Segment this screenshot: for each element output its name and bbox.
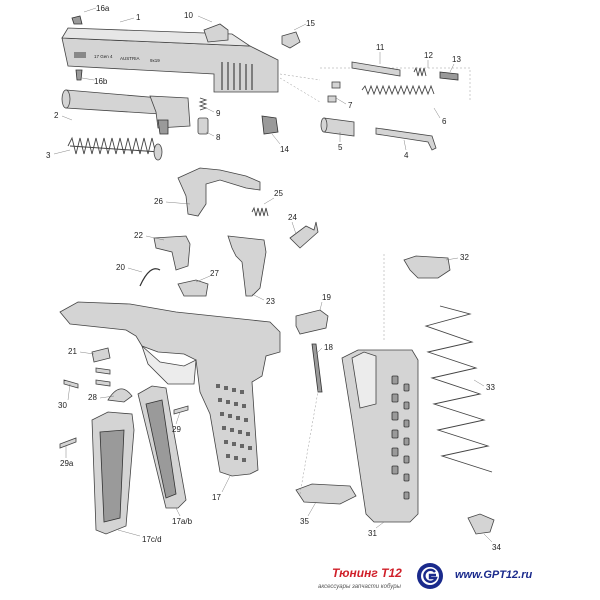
barrel [61,89,191,135]
magazine-spring-33 [424,305,493,473]
floorplate-35 [295,483,357,505]
spring-12 [413,66,427,77]
trigger-bar-26 [177,167,261,217]
label-17: 17 [212,493,221,502]
label-13: 13 [452,55,461,64]
label-16a: 16a [96,4,110,13]
pin-18 [311,343,323,393]
spring-bearing-8 [197,117,209,135]
label-17cd: 17c/d [142,535,162,544]
label-30: 30 [58,401,67,410]
spring-9 [198,97,208,111]
label-26: 26 [154,197,163,206]
magazine-body-31 [341,349,419,523]
label-6: 6 [442,117,447,126]
label-2: 2 [54,111,59,120]
label-23: 23 [266,297,275,306]
label-12: 12 [424,51,433,60]
slide-lock-27 [177,279,209,297]
brand-subtitle: аксессуары запчасти кобуры [318,584,401,590]
brand-url-link[interactable]: www.GPT12.ru [455,569,533,581]
trigger-spring-25 [251,206,269,217]
frame [59,301,281,477]
label-25: 25 [274,189,283,198]
backstrap-17cd [91,411,135,535]
label-24: 24 [288,213,297,222]
firing-pin-11 [351,61,401,77]
locking-block-22 [153,235,191,271]
label-35: 35 [300,517,309,526]
block-21 [91,347,111,363]
label-32: 32 [460,253,469,262]
label-4: 4 [404,151,409,160]
label-28: 28 [88,393,97,402]
label-22: 22 [134,231,143,240]
label-34: 34 [492,543,501,552]
trigger-19 [295,309,329,335]
slide-lock-spring-20 [139,268,161,287]
label-8: 8 [216,133,221,142]
label-16b: 16b [94,77,108,86]
pin-b [95,379,111,387]
label-5: 5 [338,143,343,152]
label-10: 10 [184,11,193,20]
part-7-a [331,81,341,89]
slide-serrations [221,62,253,90]
label-11: 11 [376,43,385,52]
label-21: 21 [68,347,77,356]
label-18: 18 [324,343,333,352]
slide-marking-model: 17 Gen 4 [94,54,113,59]
leader-lines [53,7,493,543]
firing-pin-spring-6 [361,84,435,96]
label-29a: 29a [60,459,74,468]
label-3: 3 [46,151,51,160]
front-sight-16a [71,15,83,25]
connector-24 [289,221,319,249]
label-29: 29 [172,425,181,434]
recoil-spring-assembly [67,136,163,161]
label-15: 15 [306,19,315,28]
screw-13 [439,71,459,81]
pin-30 [63,379,79,389]
front-sight-screw-16b [75,69,83,81]
label-14: 14 [280,145,289,154]
label-1: 1 [136,13,141,22]
beavertail-28 [107,388,133,403]
label-9: 9 [216,109,221,118]
slide: 17 Gen 4 AUSTRIA 9x19 [61,27,279,93]
label-19: 19 [322,293,331,302]
pin-29 [173,405,189,415]
label-27: 27 [210,269,219,278]
trigger-housing-23 [227,235,267,297]
frame-grip-texture [216,384,252,462]
label-17ab: 17a/b [172,517,193,526]
brand-title: Тюнинг Т12 [332,566,402,580]
part-7-b [327,95,337,103]
insert-34 [467,513,495,535]
slide-cover-10 [203,23,229,43]
rear-sight-15 [281,31,301,49]
firing-pin-safety-14 [261,115,279,135]
striker-4 [375,127,437,151]
follower-32 [403,255,451,279]
slide-marking-caliber: 9x19 [150,58,160,63]
spacer-sleeve-5 [323,117,355,137]
slide-marking-country: AUSTRIA [120,56,140,61]
label-20: 20 [116,263,125,272]
label-7: 7 [348,101,353,110]
label-31: 31 [368,529,377,538]
brand-logo-icon [417,563,443,589]
pin-29a [59,437,77,449]
label-33: 33 [486,383,495,392]
backstrap-17ab [137,385,187,509]
pin-a [95,367,111,375]
